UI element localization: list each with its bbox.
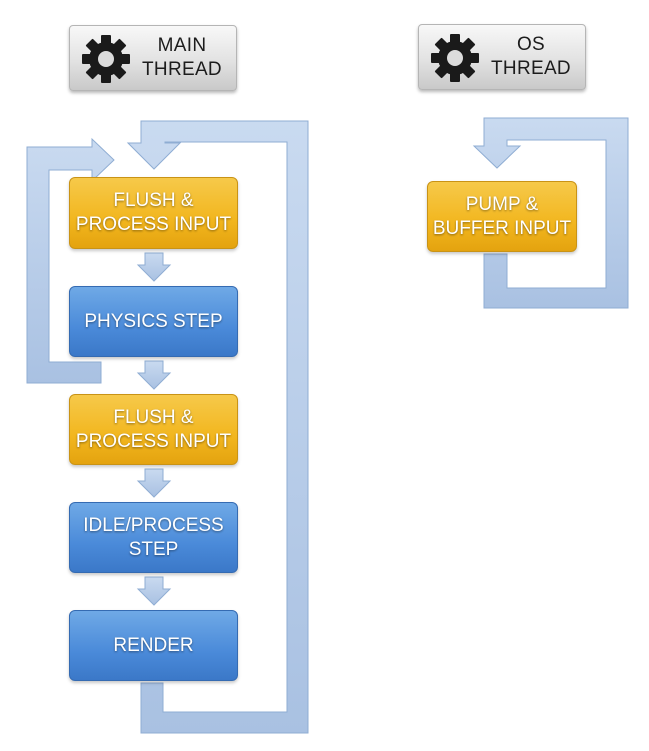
step-render: RENDER — [69, 610, 238, 681]
physics-loop-arrow — [26, 137, 115, 384]
down-arrow-1 — [136, 252, 172, 282]
step-label-line2: STEP — [128, 538, 179, 560]
step-physics-step: PHYSICS STEP — [69, 286, 238, 357]
gear-icon — [431, 34, 479, 82]
main-thread-title-line2: THREAD — [142, 59, 222, 80]
down-arrow-2 — [136, 360, 172, 390]
step-label-line2: BUFFER INPUT — [432, 217, 572, 239]
main-thread-title-line1: MAIN — [157, 35, 207, 56]
step-label-line2: PROCESS INPUT — [75, 430, 232, 452]
down-arrow-3 — [136, 468, 172, 498]
step-label-line1: RENDER — [113, 634, 194, 656]
step-label-line1: PHYSICS STEP — [84, 310, 223, 332]
gear-icon — [82, 35, 130, 83]
step-idle-process-step: IDLE/PROCESS STEP — [69, 502, 238, 573]
main-thread-header: MAIN THREAD — [69, 25, 237, 91]
os-thread-title-line1: OS — [516, 34, 546, 55]
down-arrow-4 — [136, 576, 172, 606]
step-label-line1: FLUSH & — [113, 406, 194, 428]
main-thread-title: MAIN THREAD — [132, 26, 232, 90]
step-label-line1: PUMP & — [465, 193, 539, 215]
main-loop-arrow — [126, 120, 309, 734]
os-thread-title: OS THREAD — [481, 25, 581, 89]
step-label-line1: FLUSH & — [113, 190, 194, 211]
step-pump-buffer-input: PUMP & BUFFER INPUT — [427, 181, 577, 252]
os-thread-header: OS THREAD — [418, 24, 586, 90]
step-flush-process-input-2: FLUSH & PROCESS INPUT — [69, 394, 238, 465]
os-loop-arrow — [472, 117, 629, 309]
step-label-line1: IDLE/PROCESS — [83, 514, 224, 536]
step-flush-process-input-1: FLUSH & PROCESS INPUT — [69, 177, 238, 249]
os-thread-title-line2: THREAD — [491, 58, 571, 79]
step-label-line2: PROCESS INPUT — [75, 214, 232, 235]
